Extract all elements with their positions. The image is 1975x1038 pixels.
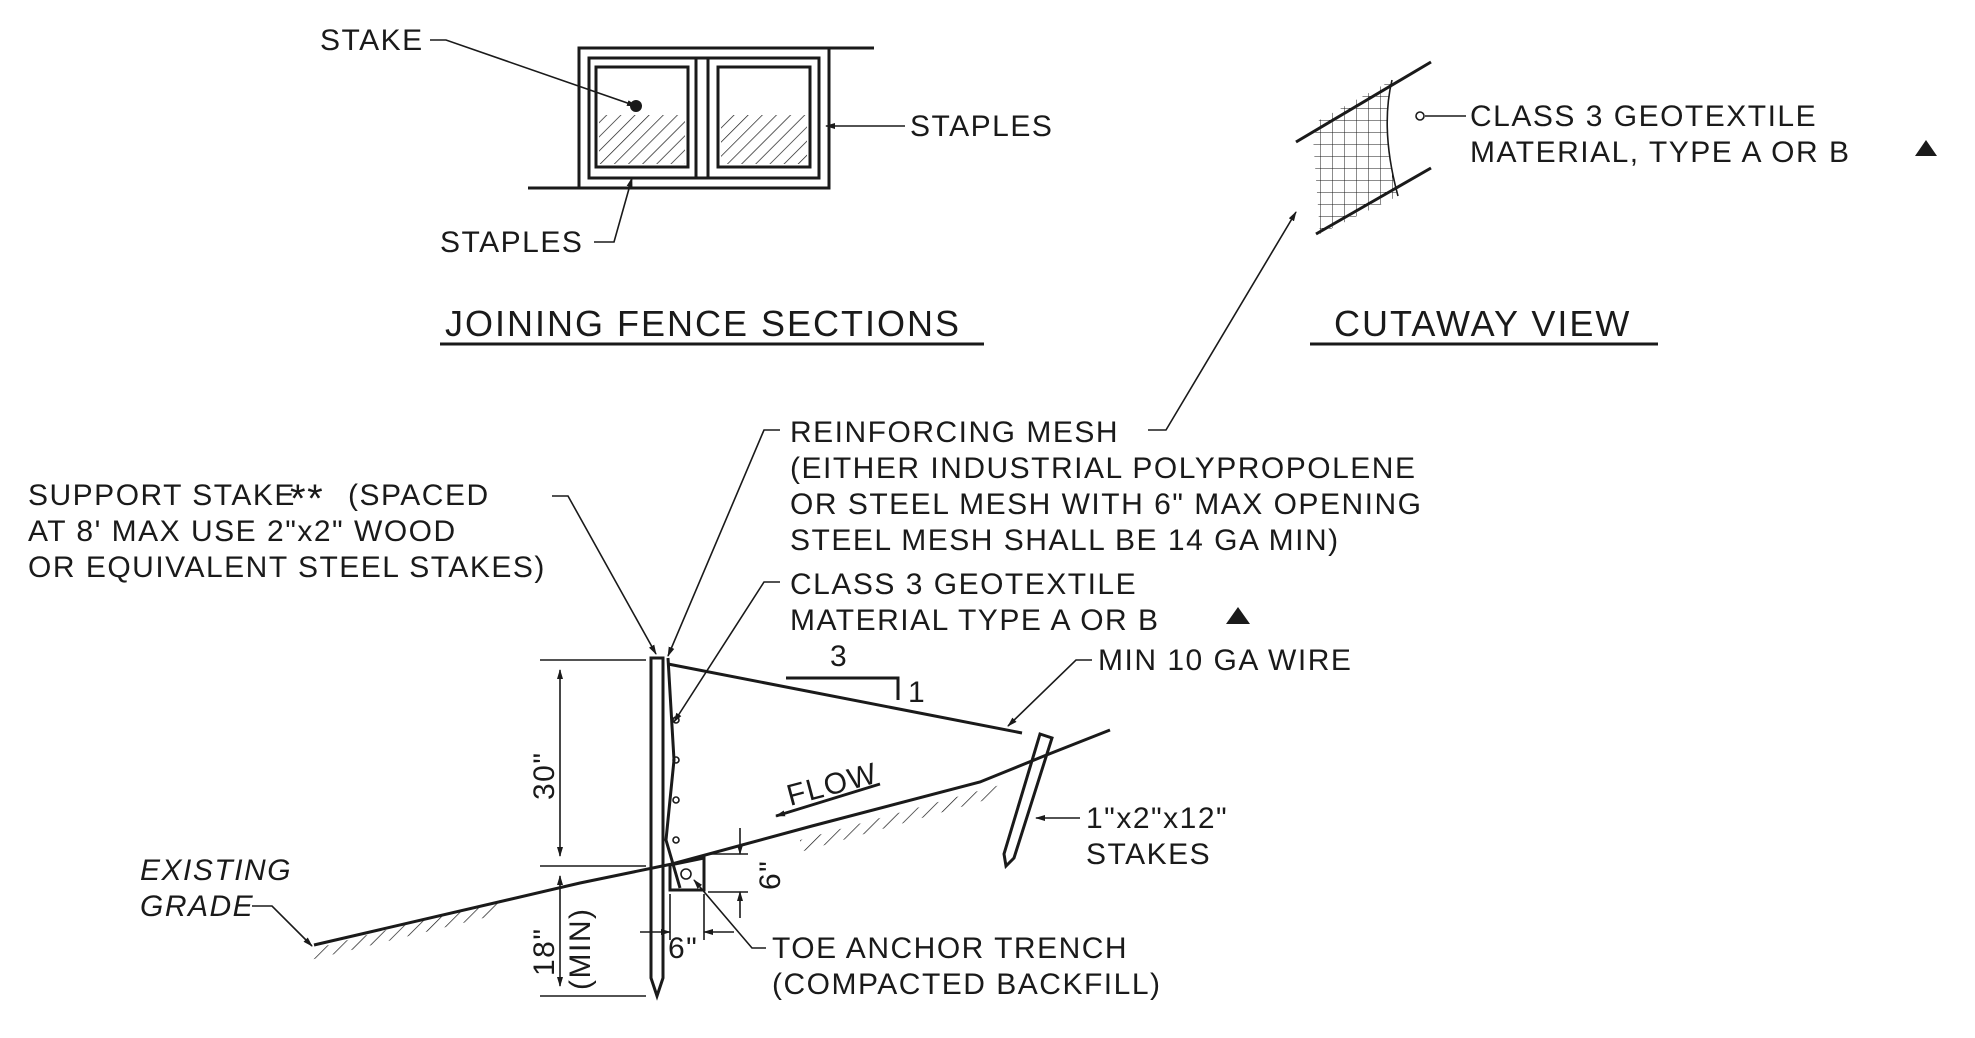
ground-hatch-right <box>800 785 1000 852</box>
label-staples-right: STAPLES <box>910 110 1053 143</box>
label-stakes-1: 1"x2"x12" <box>1086 802 1228 835</box>
cutaway-mesh <box>1312 80 1398 234</box>
tie-wire <box>667 662 1023 735</box>
geotextile-fabric <box>664 657 682 889</box>
label-support-stake-3: OR EQUIVALENT STEEL STAKES) <box>28 551 546 584</box>
label-cutaway-geotextile-2: MATERIAL, TYPE A OR B <box>1470 136 1851 169</box>
label-slope-rise: 1 <box>908 676 926 709</box>
label-reinforcing-1: REINFORCING MESH <box>790 416 1119 449</box>
toe-anchor-trench <box>668 856 706 892</box>
triangle-marker-icon <box>1915 140 1937 156</box>
label-support-stake-1b: (SPACED <box>348 479 490 512</box>
leader-existing-grade <box>252 905 313 947</box>
title-cutaway-view: CUTAWAY VIEW <box>1334 303 1631 344</box>
label-slope-run: 3 <box>830 640 848 673</box>
flow-arrow <box>775 782 881 818</box>
slope-indicator <box>786 676 900 700</box>
trench-backfill-dot <box>680 868 692 880</box>
leader-stake <box>430 39 637 107</box>
fabric-clip-3 <box>672 796 680 804</box>
label-toe-anchor-2: (COMPACTED BACKFILL) <box>772 968 1162 1001</box>
cutaway-note-dot <box>1415 111 1425 121</box>
label-cutaway-geotextile-1: CLASS 3 GEOTEXTILE <box>1470 100 1817 133</box>
cutaway-geotextile-edge <box>1386 79 1399 197</box>
label-support-stake-1a: SUPPORT STAKE <box>28 479 296 512</box>
joining-fence-sections-view: STAKE STAPLES STAPLES JOINING FENCE SECT… <box>320 24 1053 346</box>
stake-right <box>716 65 812 169</box>
support-stake <box>649 656 665 1001</box>
leader-staples-bottom <box>594 177 633 243</box>
label-wire: MIN 10 GA WIRE <box>1098 644 1352 677</box>
ground-hatch-left <box>310 900 500 960</box>
label-staples-bottom: STAPLES <box>440 226 583 259</box>
label-geotextile-2: MATERIAL TYPE A OR B <box>790 604 1160 637</box>
label-toe-anchor-1: TOE ANCHOR TRENCH <box>772 932 1128 965</box>
label-stake: STAKE <box>320 24 424 57</box>
cutaway-view: CLASS 3 GEOTEXTILE MATERIAL, TYPE A OR B… <box>1295 60 1937 346</box>
label-reinforcing-2: (EITHER INDUSTRIAL POLYPROPOLENE <box>790 452 1416 485</box>
leader-reinforcing-mesh <box>667 429 780 657</box>
staple-outer <box>577 46 831 190</box>
label-support-stake-2: AT 8' MAX USE 2"x2" WOOD <box>28 515 457 548</box>
leader-reinforcing-to-cutaway <box>1148 211 1297 431</box>
fabric-clip-2 <box>672 756 680 764</box>
label-height-30: 30" <box>528 751 561 800</box>
stake-left <box>594 65 690 169</box>
stake-left-hatch <box>599 115 685 164</box>
leader-wire <box>1007 659 1092 727</box>
stake-right-hatch <box>721 115 807 164</box>
anchor-stake <box>1002 732 1054 870</box>
geotextile-triangle-icon <box>1226 607 1250 624</box>
label-trench-depth: 6" <box>754 860 787 890</box>
label-existing-grade-2: GRADE <box>140 890 254 923</box>
label-embed-min: (MIN) <box>564 908 597 990</box>
label-flow: FLOW <box>783 757 881 813</box>
leader-geotextile <box>673 581 780 723</box>
label-stakes-2: STAKES <box>1086 838 1211 871</box>
label-geotextile-1: CLASS 3 GEOTEXTILE <box>790 568 1137 601</box>
existing-grade-line <box>313 728 1111 947</box>
fence-section-view: 3 1 FLOW 30" 18" (MIN) 6" 6" REINFORCING… <box>28 211 1422 1001</box>
leader-toe-anchor <box>693 879 766 949</box>
label-reinforcing-3: OR STEEL MESH WITH 6" MAX OPENING <box>790 488 1422 521</box>
leader-support-stake <box>552 495 657 655</box>
fabric-clip-4 <box>672 836 680 844</box>
label-existing-grade-1: EXISTING <box>140 854 292 887</box>
staple-inner <box>587 56 821 180</box>
title-joining-fence-sections: JOINING FENCE SECTIONS <box>445 303 961 344</box>
label-trench-width: 6" <box>668 932 698 965</box>
label-support-stake-mark: ** <box>290 477 324 521</box>
label-embed-18: 18" <box>528 927 561 976</box>
label-reinforcing-4: STEEL MESH SHALL BE 14 GA MIN) <box>790 524 1340 557</box>
